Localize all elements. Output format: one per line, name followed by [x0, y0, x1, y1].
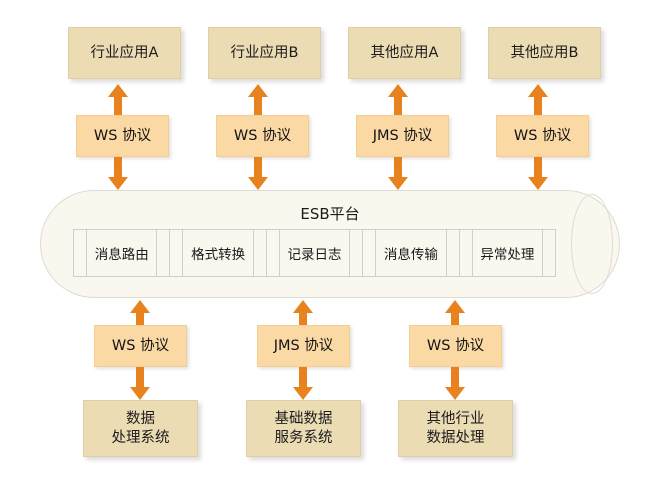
- protocol-box-bottom-1: WS 协议: [94, 325, 187, 367]
- application-label: 其他应用B: [510, 44, 579, 61]
- arrow-down-esb-1: [105, 157, 131, 190]
- protocol-label: WS 协议: [513, 127, 572, 144]
- esb-module-1: 消息路由: [87, 230, 158, 276]
- application-box-4: 其他应用B: [488, 27, 601, 79]
- esb-platform-cylinder: ESB平台 消息路由 格式转换 记录日志 消息传输 异常处理: [40, 190, 620, 298]
- arrow-down-esb-4: [525, 157, 551, 190]
- protocol-box-bottom-2: JMS 协议: [257, 325, 350, 367]
- protocol-label: WS 协议: [93, 127, 152, 144]
- module-spacer: [543, 230, 557, 276]
- system-label-line2: 数据处理: [426, 429, 485, 446]
- module-spacer: [170, 230, 184, 276]
- system-label-line2: 服务系统: [274, 429, 333, 446]
- application-label: 其他应用A: [370, 44, 439, 61]
- protocol-box-top-4: WS 协议: [496, 115, 589, 157]
- backend-system-box-3: 其他行业 数据处理: [398, 400, 513, 457]
- protocol-box-top-2: WS 协议: [216, 115, 309, 157]
- module-spacer: [363, 230, 377, 276]
- arrow-down-esb-3: [385, 157, 411, 190]
- esb-platform-title: ESB平台: [300, 205, 360, 223]
- arrow-down-esb-2: [245, 157, 271, 190]
- protocol-label: WS 协议: [111, 337, 170, 354]
- arrow-up-esb-3: [442, 300, 468, 332]
- module-spacer: [350, 230, 364, 276]
- application-label: 行业应用A: [90, 44, 159, 61]
- protocol-label: WS 协议: [426, 337, 485, 354]
- protocol-label: JMS 协议: [372, 127, 433, 144]
- application-box-3: 其他应用A: [348, 27, 461, 79]
- arrow-up-esb-2: [290, 300, 316, 332]
- esb-module-5: 异常处理: [473, 230, 544, 276]
- protocol-box-top-3: JMS 协议: [356, 115, 449, 157]
- system-label-line2: 处理系统: [111, 429, 170, 446]
- arrow-down-system-2: [290, 367, 316, 400]
- esb-module-2: 格式转换: [183, 230, 254, 276]
- system-label-line1: 基础数据: [274, 410, 333, 427]
- module-spacer: [447, 230, 460, 276]
- application-box-1: 行业应用A: [68, 27, 181, 79]
- system-label-line1: 其他行业: [426, 410, 485, 427]
- protocol-label: WS 协议: [233, 127, 292, 144]
- esb-module-3: 记录日志: [280, 230, 351, 276]
- module-spacer: [460, 230, 473, 276]
- protocol-box-top-1: WS 协议: [76, 115, 169, 157]
- arrow-up-esb-1: [127, 300, 153, 332]
- module-spacer: [74, 230, 87, 276]
- backend-system-box-2: 基础数据 服务系统: [246, 400, 361, 457]
- arrow-up-app-3: [385, 84, 411, 116]
- application-label: 行业应用B: [230, 44, 299, 61]
- esb-module-4: 消息传输: [376, 230, 447, 276]
- module-spacer: [267, 230, 280, 276]
- module-spacer: [254, 230, 267, 276]
- esb-module-row: 消息路由 格式转换 记录日志 消息传输 异常处理: [73, 229, 557, 277]
- protocol-box-bottom-3: WS 协议: [409, 325, 502, 367]
- cylinder-end-cap: [571, 194, 613, 294]
- arrow-down-system-3: [442, 367, 468, 400]
- protocol-label: JMS 协议: [273, 337, 334, 354]
- arrow-up-app-2: [245, 84, 271, 116]
- backend-system-box-1: 数据 处理系统: [83, 400, 198, 457]
- application-box-2: 行业应用B: [208, 27, 321, 79]
- arrow-up-app-4: [525, 84, 551, 116]
- module-spacer: [157, 230, 171, 276]
- system-label-line1: 数据: [126, 410, 155, 427]
- arrow-up-app-1: [105, 84, 131, 116]
- arrow-down-system-1: [127, 367, 153, 400]
